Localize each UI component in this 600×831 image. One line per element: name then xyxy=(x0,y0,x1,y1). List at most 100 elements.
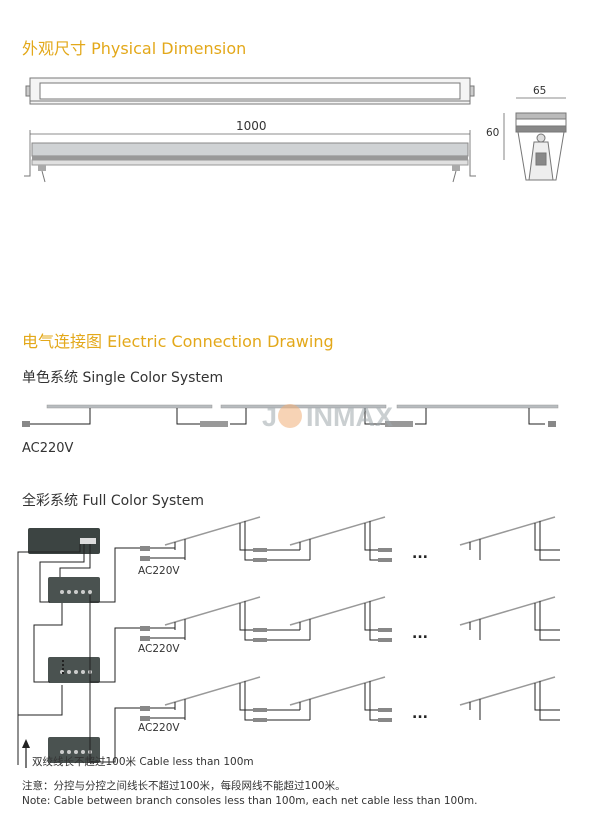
light-bar xyxy=(289,596,386,626)
cable-joint xyxy=(253,718,267,722)
width-label: 65 xyxy=(533,85,547,97)
bar-lead xyxy=(469,619,481,640)
ellipsis-dots: ... xyxy=(412,706,428,722)
electric-connection-title: 电气连接图 Electric Connection Drawing xyxy=(22,332,334,351)
sub-controller xyxy=(48,657,100,683)
port xyxy=(74,750,78,754)
light-bar xyxy=(164,596,261,626)
cable-joint xyxy=(378,708,392,712)
svg-text:J: J xyxy=(262,402,277,432)
full-power-label-2: AC220V xyxy=(138,643,180,655)
bar-lead xyxy=(239,601,265,641)
cable-joint xyxy=(253,558,267,562)
port xyxy=(67,750,71,754)
joinmax-watermark-logo: J INMAX xyxy=(262,402,393,432)
light-bar xyxy=(459,676,556,706)
bar-lead xyxy=(534,681,560,721)
cable-joint xyxy=(253,708,267,712)
physical-dimension-title: 外观尺寸 Physical Dimension xyxy=(22,39,247,58)
bar-lead xyxy=(469,539,481,560)
full-power-label-1: AC220V xyxy=(138,565,180,577)
light-bar xyxy=(220,404,387,409)
data-cable xyxy=(89,595,140,763)
cable-joint xyxy=(253,548,267,552)
port xyxy=(67,670,71,674)
network-cable xyxy=(17,552,63,765)
svg-text:INMAX: INMAX xyxy=(306,402,393,432)
light-bar xyxy=(459,516,556,546)
port xyxy=(60,750,64,754)
height-label: 60 xyxy=(486,127,500,139)
cable xyxy=(150,707,310,721)
bar-lead xyxy=(364,601,390,641)
cable-joint xyxy=(253,628,267,632)
full-color-wiring: ......... xyxy=(17,516,560,765)
port xyxy=(60,590,64,594)
light-bar xyxy=(164,516,261,546)
bar-lead xyxy=(174,699,186,720)
bar-lead xyxy=(534,601,560,641)
fixture-top-view xyxy=(25,77,475,105)
cable-joint xyxy=(385,421,413,427)
cable xyxy=(150,547,310,561)
cable xyxy=(150,627,310,641)
cable-length-note: 双绞线长不超过100米 Cable less than 100m xyxy=(32,756,254,768)
bar-lead xyxy=(364,521,390,561)
port xyxy=(81,590,85,594)
single-color-wiring xyxy=(22,404,559,427)
bar-lead xyxy=(174,539,186,560)
light-bar xyxy=(396,404,559,409)
light-bar xyxy=(289,676,386,706)
cable-length-arrow xyxy=(22,739,30,768)
cable-joint xyxy=(378,628,392,632)
bar-lead xyxy=(534,521,560,561)
ellipsis-dots: ... xyxy=(412,546,428,562)
port xyxy=(74,670,78,674)
fixture-side-view xyxy=(24,130,476,183)
light-bar xyxy=(46,404,213,409)
connector xyxy=(140,556,150,561)
light-bar xyxy=(164,676,261,706)
connector xyxy=(140,636,150,641)
bar-lead xyxy=(239,521,265,561)
fixture-end-view xyxy=(503,97,567,181)
single-color-title: 单色系统 Single Color System xyxy=(22,370,224,386)
port xyxy=(88,590,92,594)
connector xyxy=(140,546,150,551)
ellipsis-dots: ... xyxy=(412,626,428,642)
bar-lead xyxy=(364,681,390,721)
cable-joint xyxy=(378,718,392,722)
connector xyxy=(548,421,556,427)
network-cable xyxy=(17,544,91,762)
single-power-label: AC220V xyxy=(22,441,74,456)
full-power-label-3: AC220V xyxy=(138,722,180,734)
connector xyxy=(140,626,150,631)
cable-joint xyxy=(378,548,392,552)
port xyxy=(67,590,71,594)
port xyxy=(74,590,78,594)
full-color-title: 全彩系统 Full Color System xyxy=(22,493,205,509)
note-chinese: 注意：分控与分控之间线长不超过100米，每段网线不能超过100米。 xyxy=(22,780,346,792)
connector xyxy=(22,421,30,427)
connector xyxy=(140,706,150,711)
sub-controller xyxy=(48,737,100,763)
port xyxy=(81,750,85,754)
ethernet-ports xyxy=(80,538,96,544)
bar-lead xyxy=(299,619,311,640)
note-english: Note: Cable between branch consoles less… xyxy=(22,795,478,807)
cable-joint xyxy=(253,638,267,642)
length-label: 1000 xyxy=(236,119,267,133)
cable-joint xyxy=(378,558,392,562)
master-controller xyxy=(28,528,100,554)
bar-lead xyxy=(299,539,311,560)
bar-lead xyxy=(469,699,481,720)
light-bar xyxy=(289,516,386,546)
cable-joint xyxy=(378,638,392,642)
light-bar xyxy=(459,596,556,626)
bar-lead xyxy=(299,699,311,720)
cable xyxy=(30,408,545,425)
bar-lead xyxy=(239,681,265,721)
bar-lead xyxy=(174,619,186,640)
